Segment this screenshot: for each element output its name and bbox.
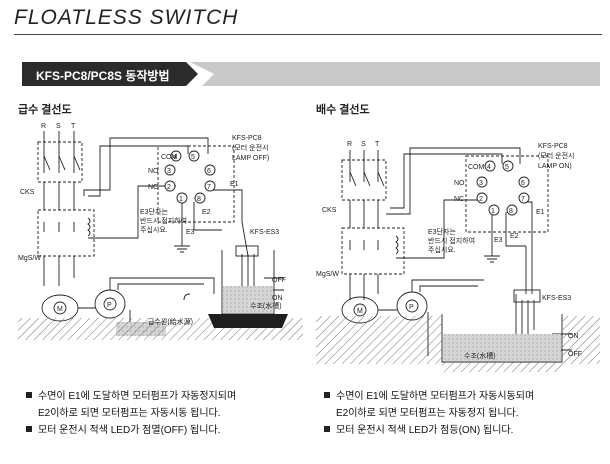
pin-8: 8 bbox=[509, 208, 513, 215]
bullet-square-icon bbox=[324, 392, 330, 398]
on-label: ON bbox=[568, 333, 579, 340]
no-label: NO bbox=[454, 180, 465, 187]
pin-3: 3 bbox=[479, 180, 483, 187]
pin-7: 7 bbox=[207, 184, 211, 191]
pin-1: 1 bbox=[491, 208, 495, 215]
section-banner bbox=[22, 62, 600, 86]
tank-label: 수조(水槽) bbox=[250, 301, 282, 310]
e3-note-3: 주십시요. bbox=[140, 225, 168, 234]
controller-model: KFS-PC8 bbox=[232, 135, 262, 142]
pin-1: 1 bbox=[179, 196, 183, 203]
supply-label: 급수원(給水源) bbox=[148, 317, 193, 326]
supply-note-2: E2이하로 되면 모터펌프는 자동시동 됩니다. bbox=[38, 408, 221, 419]
drain-note-2: E2이하로 되면 모터펌프는 자동정지 됩니다. bbox=[336, 408, 519, 419]
supply-wiring-diagram: R S T CKS MgS/W COM NO NC 4 5 3 6 2 7 1 … bbox=[18, 118, 303, 345]
com-label: COM bbox=[468, 164, 485, 171]
phase-r: R bbox=[347, 141, 352, 148]
bullet-square-icon bbox=[324, 426, 330, 432]
page-title: FLOATLESS SWITCH bbox=[14, 6, 239, 29]
cks-label: CKS bbox=[322, 207, 337, 214]
motor-m: M bbox=[357, 308, 363, 315]
bullet-square-icon bbox=[26, 392, 32, 398]
phase-s: S bbox=[361, 141, 366, 148]
supply-note-3: 모터 운전시 적색 LED가 점멸(OFF) 됩니다. bbox=[26, 422, 236, 439]
pin-4: 4 bbox=[487, 164, 491, 171]
drain-wiring-diagram: R S T CKS MgS/W COM NO NC 4 5 3 6 2 7 1 … bbox=[316, 118, 600, 377]
controller-note-1: (모터 운전시 bbox=[538, 151, 574, 160]
drain-notes: 수면이 E1에 도달하면 모터펌프가 자동시동되며 E2이하로 되면 모터펌프는… bbox=[324, 388, 534, 439]
right-subtitle: 배수 결선도 bbox=[316, 104, 370, 116]
title-rule bbox=[14, 34, 602, 35]
off-label: OFF bbox=[568, 351, 582, 358]
pin-2: 2 bbox=[167, 184, 171, 191]
controller-model: KFS-PC8 bbox=[538, 143, 568, 150]
section-title: KFS-PC8/PC8S 동작방법 bbox=[36, 69, 170, 83]
pump-p: P bbox=[409, 304, 414, 311]
pin-2: 2 bbox=[479, 196, 483, 203]
cks-label: CKS bbox=[20, 189, 35, 196]
e3-note-3: 주십시요. bbox=[428, 245, 456, 254]
drain-note-1: 수면이 E1에 도달하면 모터펌프가 자동시동되며 bbox=[324, 388, 534, 405]
tank-label: 수조(水槽) bbox=[464, 351, 496, 360]
phase-t: T bbox=[375, 141, 380, 148]
controller-note-1: (모터 운전시 bbox=[232, 143, 268, 152]
e2-label: E2 bbox=[202, 209, 211, 216]
e1-label: E1 bbox=[536, 209, 545, 216]
pin-7: 7 bbox=[521, 196, 525, 203]
controller-note-2: LAMP OFF) bbox=[232, 155, 269, 162]
sensor-model: KFS-ES3 bbox=[542, 295, 571, 302]
mgsw-label: MgS/W bbox=[316, 271, 339, 278]
motor-m: M bbox=[57, 306, 63, 313]
com-label: COM bbox=[161, 154, 178, 161]
sensor-model: KFS-ES3 bbox=[250, 229, 279, 236]
pin-3: 3 bbox=[167, 168, 171, 175]
e3-note-2: 반드시 접지하여 bbox=[140, 216, 187, 225]
e3-label: E3 bbox=[186, 229, 195, 236]
bullet-square-icon bbox=[26, 426, 32, 432]
pin-5: 5 bbox=[505, 164, 509, 171]
e3-note-1: E3단자는 bbox=[140, 207, 168, 216]
pump-p: P bbox=[107, 302, 112, 309]
phase-r: R bbox=[41, 123, 46, 130]
no-label: NO bbox=[148, 168, 159, 175]
e3-label: E3 bbox=[494, 237, 503, 244]
phase-s: S bbox=[56, 123, 61, 130]
pin-6: 6 bbox=[207, 168, 211, 175]
e3-note-2: 반드시 접지하여 bbox=[428, 236, 475, 245]
e2-label: E2 bbox=[510, 233, 519, 240]
left-subtitle: 급수 결선도 bbox=[18, 104, 72, 116]
pin-4: 4 bbox=[173, 154, 177, 161]
supply-note-1: 수면이 E1에 도달하면 모터펌프가 자동정지되며 bbox=[26, 388, 236, 405]
nc-label: NC bbox=[148, 184, 158, 191]
phase-t: T bbox=[71, 123, 76, 130]
mgsw-label: MgS/W bbox=[18, 255, 41, 262]
drain-note-3: 모터 운전시 적색 LED가 점등(ON) 됩니다. bbox=[324, 422, 534, 439]
pin-8: 8 bbox=[197, 196, 201, 203]
pin-6: 6 bbox=[521, 180, 525, 187]
off-label: OFF bbox=[272, 277, 286, 284]
controller-note-2: LAMP ON) bbox=[538, 163, 572, 170]
on-label: ON bbox=[272, 295, 283, 302]
pin-5: 5 bbox=[191, 154, 195, 161]
nc-label: NC bbox=[454, 196, 464, 203]
supply-notes: 수면이 E1에 도달하면 모터펌프가 자동정지되며 E2이하로 되면 모터펌프는… bbox=[26, 388, 236, 439]
e3-note-1: E3단자는 bbox=[428, 227, 456, 236]
e1-label: E1 bbox=[230, 181, 239, 188]
section-header: KFS-PC8/PC8S 동작방법 bbox=[22, 62, 600, 86]
